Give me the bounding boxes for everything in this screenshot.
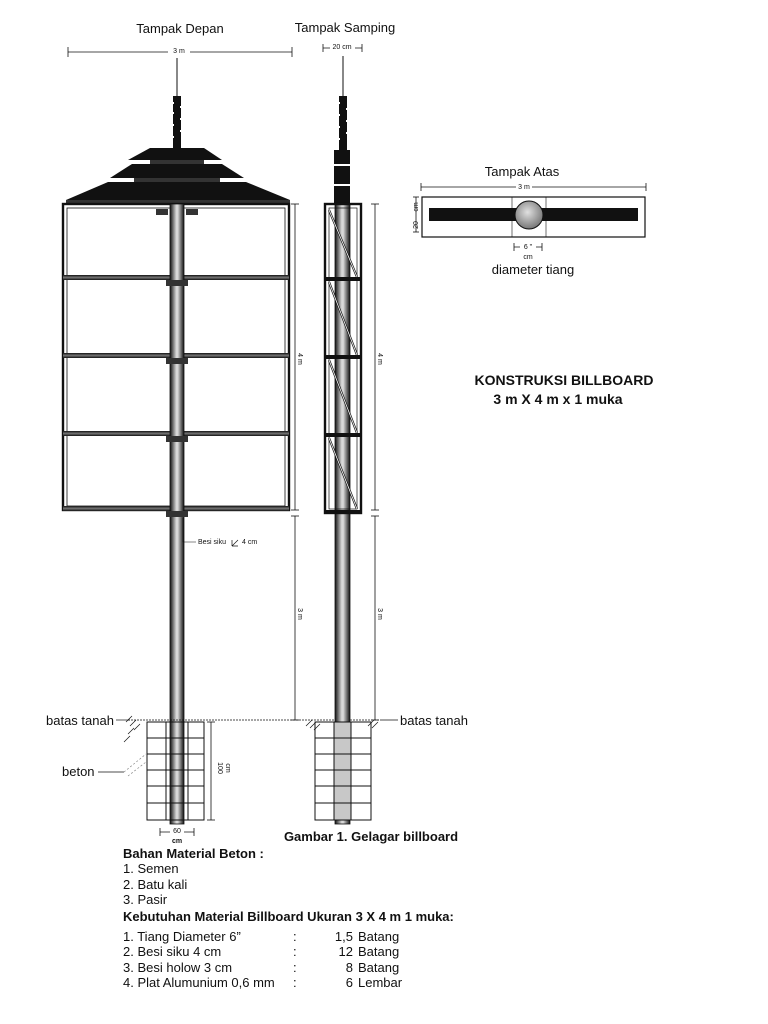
front-pole-height-text: 3 m xyxy=(296,608,303,620)
concrete-materials-heading: Bahan Material Beton : xyxy=(123,846,264,861)
side-foundation xyxy=(314,721,372,821)
item-colon: : xyxy=(293,975,297,991)
foundation-width-value: 60 xyxy=(173,828,181,835)
top-view-label: Tampak Atas xyxy=(485,164,560,179)
foundation-depth-value: 100 xyxy=(216,762,223,774)
top-pole-unit: cm xyxy=(523,254,533,261)
title-line-2: 3 m X 4 m x 1 muka xyxy=(493,391,622,407)
item-name: 2. Besi siku 4 cm xyxy=(123,944,222,960)
concrete-item: 3. Pasir xyxy=(123,892,168,908)
item-name: 3. Besi holow 3 cm xyxy=(123,959,233,975)
top-pole-circle xyxy=(514,200,544,230)
top-depth-dimension: cm 20 xyxy=(413,196,420,233)
title-line-1: KONSTRUKSI BILLBOARD xyxy=(475,372,654,388)
angle-iron-callout: Besi siku 4 cm xyxy=(182,518,257,547)
item-qty: 12 xyxy=(338,944,353,960)
top-depth-unit: cm xyxy=(413,202,420,212)
top-width-dimension: 3 m xyxy=(420,182,647,191)
item-unit: Batang xyxy=(358,959,400,975)
billboard-item: 4. Plat Alumunium 0,6 mm : 6 Lembar xyxy=(123,975,543,990)
top-pole-value: 6 " xyxy=(524,244,533,251)
billboard-item: 1. Tiang Diameter 6” : 1,5 Batang xyxy=(123,929,543,944)
foundation-width-unit: cm xyxy=(172,838,182,845)
side-pole-height-text: 3 m xyxy=(376,608,383,620)
drawing-title: KONSTRUKSI BILLBOARD 3 m X 4 m x 1 muka xyxy=(475,372,654,407)
front-width-text: 3 m xyxy=(173,48,185,55)
concrete-item: 2. Batu kali xyxy=(123,876,188,892)
side-width-dimension: 20 cm xyxy=(322,42,363,52)
front-brackets xyxy=(156,209,198,517)
foundation-depth-unit: cm xyxy=(224,763,231,773)
foundation-depth-dimension: 100 cm xyxy=(207,721,231,821)
side-ground-line: batas tanah xyxy=(305,713,468,731)
angle-iron-size: 4 cm xyxy=(242,539,257,546)
side-view: Tampak Samping 20 cm xyxy=(295,20,468,825)
front-roof xyxy=(66,148,290,204)
top-depth-value: 20 xyxy=(413,221,420,229)
item-qty: 1,5 xyxy=(334,929,353,945)
item-colon: : xyxy=(293,929,297,945)
side-roof xyxy=(334,150,350,204)
item-unit: Lembar xyxy=(358,975,403,991)
side-board-height-text: 4 m xyxy=(376,353,383,365)
top-width-text: 3 m xyxy=(518,184,530,191)
billboard-materials-heading: Kebutuhan Material Billboard Ukuran 3 X … xyxy=(123,908,454,924)
side-board-frame xyxy=(323,202,363,515)
front-view-label: Tampak Depan xyxy=(136,21,223,36)
front-height-dimension: 4 m 3 m xyxy=(291,203,303,721)
side-height-dimension: 4 m 3 m xyxy=(371,203,383,721)
item-colon: : xyxy=(293,944,297,960)
billboard-item: 3. Besi holow 3 cm : 8 Batang xyxy=(123,960,543,975)
front-foundation xyxy=(146,721,205,821)
item-unit: Batang xyxy=(358,929,400,945)
item-unit: Batang xyxy=(358,944,400,960)
item-qty: 8 xyxy=(345,959,353,975)
billboard-item: 2. Besi siku 4 cm : 12 Batang xyxy=(123,944,543,959)
top-pole-dimension: 6 " cm xyxy=(513,242,543,261)
item-qty: 6 xyxy=(345,975,353,991)
side-width-text: 20 cm xyxy=(332,44,351,51)
front-view: Tampak Depan 3 m xyxy=(46,21,380,845)
front-width-dimension: 3 m xyxy=(67,45,293,57)
angle-iron-label: Besi siku xyxy=(198,539,226,546)
side-lightning-rod xyxy=(338,56,348,150)
ground-label-left: batas tanah xyxy=(46,713,114,728)
materials-list: Bahan Material Beton : 1. Semen 2. Batu … xyxy=(123,846,543,991)
foundation-width-dimension: 60 cm xyxy=(159,826,195,845)
figure-caption: Gambar 1. Gelagar billboard xyxy=(284,829,458,844)
item-colon: : xyxy=(293,959,297,975)
item-name: 1. Tiang Diameter 6” xyxy=(123,929,241,945)
front-lightning-rod xyxy=(172,58,182,148)
side-view-label: Tampak Samping xyxy=(295,20,395,35)
front-board-height-text: 4 m xyxy=(296,353,303,365)
concrete-callout: beton xyxy=(62,753,147,779)
concrete-label: beton xyxy=(62,764,95,779)
diameter-label: diameter tiang xyxy=(492,262,574,277)
top-view: Tampak Atas 3 m cm 20 6 " cm diamet xyxy=(413,164,647,277)
item-name: 4. Plat Alumunium 0,6 mm xyxy=(123,975,275,991)
ground-label-right: batas tanah xyxy=(400,713,468,728)
concrete-item: 1. Semen xyxy=(123,861,179,877)
